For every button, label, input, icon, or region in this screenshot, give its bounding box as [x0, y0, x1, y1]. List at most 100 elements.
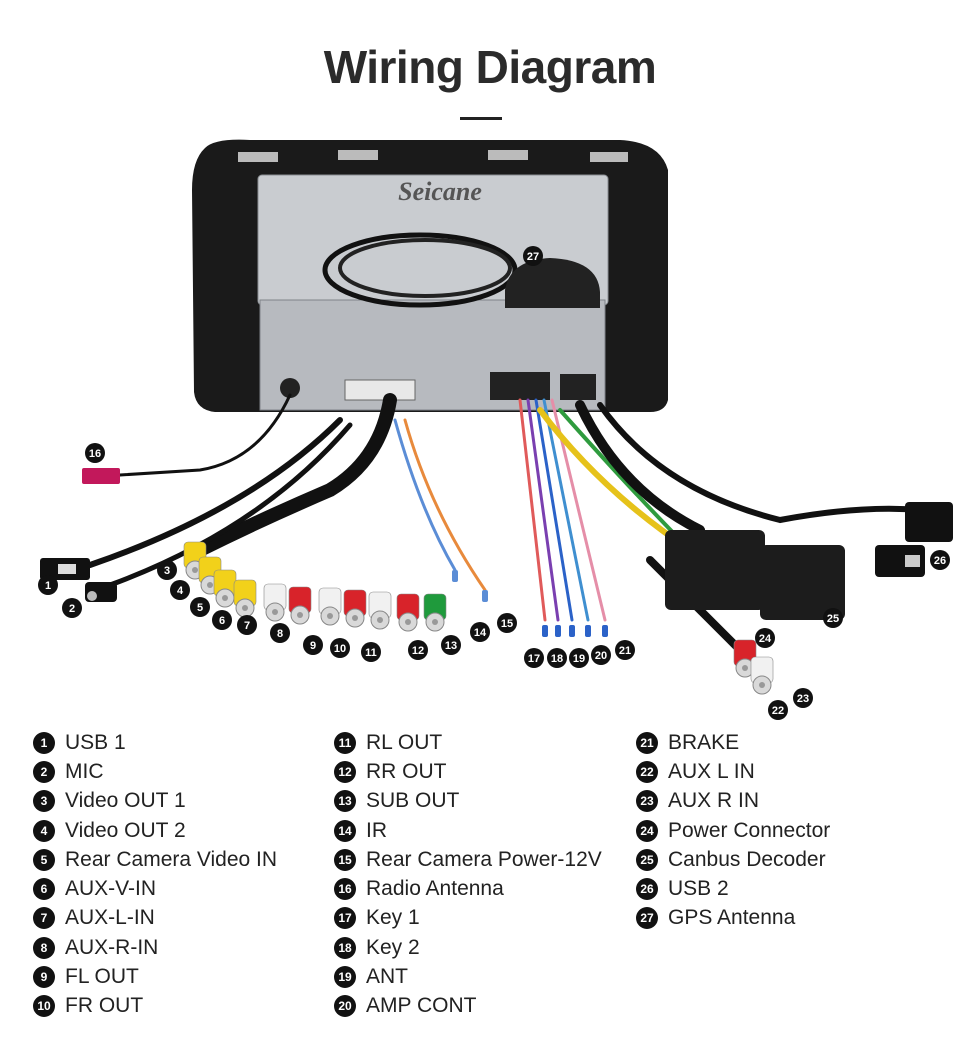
callout-badge-circle: [85, 443, 105, 463]
legend-number-badge: 7: [33, 907, 55, 930]
callout-badge-circle: [823, 608, 843, 628]
legend-number-badge: 17: [334, 907, 356, 930]
callout-badge-number: 12: [412, 645, 424, 657]
rca-plug-pin: [192, 567, 198, 573]
title-underline: [460, 117, 502, 120]
legend-label: Power Connector: [668, 818, 831, 842]
legend-label: GPS Antenna: [668, 906, 796, 930]
wire-end-tip: [569, 625, 575, 637]
legend-label: Rear Camera Power-12V: [366, 847, 602, 871]
rca-plug-pin: [352, 615, 358, 621]
legend-number-badge: 16: [334, 878, 356, 901]
callout-badge-circle: [524, 648, 544, 668]
legend-number-badge: 24: [636, 819, 658, 842]
legend-label: USB 1: [65, 730, 126, 754]
gps-antenna-puck: [505, 258, 600, 308]
rca-plug-pin: [377, 617, 383, 623]
legend-item: 24 Power Connector: [636, 816, 830, 845]
legend-label: Key 2: [366, 935, 420, 959]
callout-badge-circle: [569, 648, 589, 668]
callout-badge-26: 26: [930, 550, 950, 570]
callout-badge-circle: [408, 640, 428, 660]
callout-badge-11: 11: [361, 642, 381, 662]
harness-wires: [526, 398, 560, 622]
callout-badge-number: 7: [244, 620, 250, 632]
callout-badge-21: 21: [615, 640, 635, 660]
rca-plug-pin: [759, 682, 765, 688]
rear-connector-block: [344, 379, 416, 401]
callout-badge-24: 24: [755, 628, 775, 648]
rca-plug-pin: [405, 619, 411, 625]
callout-badge-circle: [170, 580, 190, 600]
usb2-port-inner: [905, 555, 920, 567]
gps-cable-coil: [338, 238, 512, 298]
legend-number-badge: 11: [334, 731, 356, 754]
callout-badge-circle: [793, 688, 813, 708]
rca-cable-bundle: [193, 393, 397, 557]
rca-plug-pin: [207, 582, 213, 588]
callout-badge-number: 16: [89, 448, 101, 460]
legend-number-badge: 21: [636, 731, 658, 754]
mount-tab: [590, 152, 628, 162]
callout-badge-circle: [497, 613, 517, 633]
callout-badge-circle: [755, 628, 775, 648]
legend-number-badge: 19: [334, 966, 356, 989]
rca-plug-pin: [297, 612, 303, 618]
callout-badge-circle: [361, 642, 381, 662]
callout-badge-17: 17: [524, 648, 544, 668]
callout-badge-19: 19: [569, 648, 589, 668]
mic-cable: [107, 422, 353, 588]
legend-number-badge: 4: [33, 819, 55, 842]
legend-label: FR OUT: [65, 994, 144, 1018]
watermark-logo: Seicane: [398, 177, 482, 206]
callout-badge-number: 27: [527, 251, 539, 263]
ir-wire: [393, 418, 457, 572]
callout-badge-circle: [330, 638, 350, 658]
callout-badge-circle: [591, 645, 611, 665]
head-unit-chassis-back: [259, 299, 606, 411]
rear-connector-block: [560, 374, 596, 400]
legend-label: Key 1: [366, 906, 420, 930]
callout-badge-6: 6: [212, 610, 232, 630]
radio-antenna-plug: [82, 468, 120, 484]
legend-item: 1 USB 1: [33, 728, 277, 757]
rear-connector-block: [490, 372, 550, 400]
callout-badge-number: 23: [797, 693, 809, 705]
callout-badge-circle: [768, 700, 788, 720]
legend-label: AUX L IN: [668, 759, 755, 783]
callout-badge-number: 25: [827, 613, 839, 625]
legend-label: Rear Camera Video IN: [65, 847, 278, 871]
legend-number-badge: 8: [33, 936, 55, 959]
legend-number-badge: 1: [33, 731, 55, 754]
legend-label: Video OUT 2: [65, 818, 186, 842]
callout-badge-circle: [62, 598, 82, 618]
connector-bodies: [40, 468, 953, 620]
callout-badge-8: 8: [270, 623, 290, 643]
legend-number-badge: 9: [33, 966, 55, 989]
wire-end-tip: [555, 625, 561, 637]
legend-number-badge: 25: [636, 848, 658, 871]
callout-badge-number: 3: [164, 565, 170, 577]
callout-badge-number: 14: [474, 627, 487, 639]
usb1-cable: [87, 417, 343, 568]
harness-wires: [542, 398, 590, 622]
callout-badge-circle: [303, 635, 323, 655]
legend-number-badge: 14: [334, 819, 356, 842]
callout-badge-circle: [212, 610, 232, 630]
callout-badge-circle: [190, 597, 210, 617]
